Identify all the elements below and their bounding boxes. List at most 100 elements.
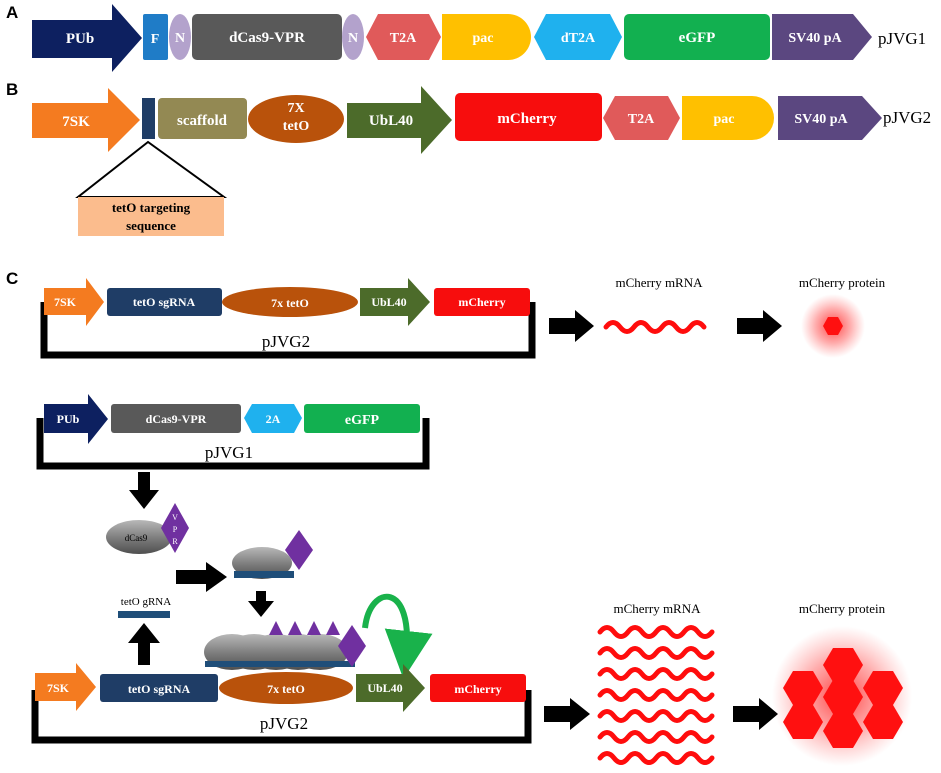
arrow-to-binding [248,591,274,617]
vpr-diamond [161,503,189,553]
egfp-block-c [304,404,420,433]
dcas9-protein-label: dCas9 [125,533,148,543]
mcherry-label-b: mCherry [497,111,557,127]
arrow-to-mrna-high [544,698,590,730]
nls-2-label: N [348,31,358,46]
pjvg2-label-b: pJVG2 [883,108,931,127]
7x-teto-label-line1: 7X [287,101,304,116]
bound-sgrna [205,661,355,667]
mcherry-block-c1 [434,288,530,316]
nls-1-label: N [175,31,185,46]
bound-vpr-5 [338,625,366,667]
protein-title-high: mCherry protein [799,601,886,616]
complex-vpr [285,530,313,570]
mcherry-block-b [455,93,602,141]
t2a-block-b [603,96,680,140]
teto-sgrna-block-c1 [107,288,222,316]
dcas9-protein [106,520,172,554]
mrna-waves-high [597,625,715,765]
dcas9-vpr-block [192,14,342,60]
teto-grna-molecule [118,611,170,618]
nls-1 [169,14,191,60]
7x-teto-label-c2: 7x tetO [267,682,305,696]
protein-hex-2 [783,671,823,705]
7sk-label-b: 7SK [62,114,90,130]
pub-label-c: PUb [57,412,80,426]
mrna-wave-3 [597,667,715,681]
ubl40-promoter-arrow-b [347,86,452,154]
7x-teto-label-line2: tetO [283,119,310,134]
scaffold-label: scaffold [177,113,228,129]
ubl40-arrow-c2 [356,664,425,712]
7sk-label-c1: 7SK [54,295,77,309]
t2a-label-b: T2A [628,112,655,127]
7x-teto-ellipse-b [248,95,344,143]
vpr-r: R [172,537,178,546]
activation-green-arrow [362,593,433,679]
teto-sgrna-label-c1: tetO sgRNA [133,295,196,309]
arrow-to-complex [176,562,227,592]
protein-cluster-high [772,626,912,766]
vpr-p: P [173,525,178,534]
panel-b-letter: B [6,80,18,99]
mcherry-block-c2 [430,674,526,702]
complex-sgrna [234,571,294,578]
dcas9-vpr-label: dCas9-VPR [229,30,305,46]
ubl40-label-b: UbL40 [369,113,413,129]
mrna-title-low: mCherry mRNA [615,275,703,290]
arrow-to-protein-high [733,698,778,730]
egfp-label: eGFP [679,30,716,46]
pjvg2-backbone-top [40,302,536,359]
dt2a-label: dT2A [561,31,596,46]
teto-grna-label: tetO gRNA [121,596,171,608]
mrna-wave-6 [597,730,715,744]
panel-c-letter: C [6,269,18,288]
bound-vpr-3 [307,621,321,635]
7sk-arrow-c2 [35,663,96,711]
mrna-wave-1 [597,625,715,639]
arrow-to-mrna-low [549,310,594,342]
bound-vpr-2 [288,621,302,635]
pub-label: PUb [66,31,94,47]
ubl40-arrow-c1 [360,278,430,326]
pac-block-b [682,96,774,140]
7sk-arrow-c1 [44,278,104,326]
mrna-wave-7 [597,751,715,765]
teto-targeting-line1: tetO targeting [112,200,191,215]
pub-arrow-c [44,394,108,444]
mrna-wave-low [603,320,707,334]
teto-sgrna-label-c2: tetO sgRNA [128,682,191,696]
flag-tag [143,14,168,60]
dcas9-vpr-block-c [111,404,241,433]
arrow-to-protein-low [737,310,782,342]
teto-targeting-line2: sequence [126,218,176,233]
mrna-wave-2 [597,646,715,660]
egfp-label-c: eGFP [345,413,380,428]
transcription-arrow-up [128,623,160,665]
mrna-wave-5 [597,709,715,723]
protein-hex-5 [783,705,823,739]
7x-teto-ellipse-c1 [222,287,358,317]
bound-vpr-4 [326,621,340,635]
zoom-triangle [75,140,228,198]
dt2a-block [534,14,622,60]
pac-label-b: pac [714,112,735,127]
dcas9-vpr-label-c: dCas9-VPR [146,412,207,426]
scaffold-block [158,98,247,139]
bound-complex-stack [204,621,366,670]
teto-sgrna-block-c2 [100,674,218,702]
pjvg2-label-c2: pJVG2 [260,714,308,733]
pac-block-a [442,14,531,60]
protein-hexagon-low [823,317,843,335]
mrna-wave-4 [597,688,715,702]
pac-label-a: pac [473,31,494,46]
pjvg1-label-c: pJVG1 [205,443,253,462]
2a-label-c: 2A [266,412,281,426]
pjvg1-label-a: pJVG1 [878,29,926,48]
sv40pa-label-a: SV40 pA [788,31,842,46]
tet-targeting-spacer [142,98,155,139]
panel-a-letter: A [6,3,18,22]
sv40pa-block-a [772,14,872,60]
